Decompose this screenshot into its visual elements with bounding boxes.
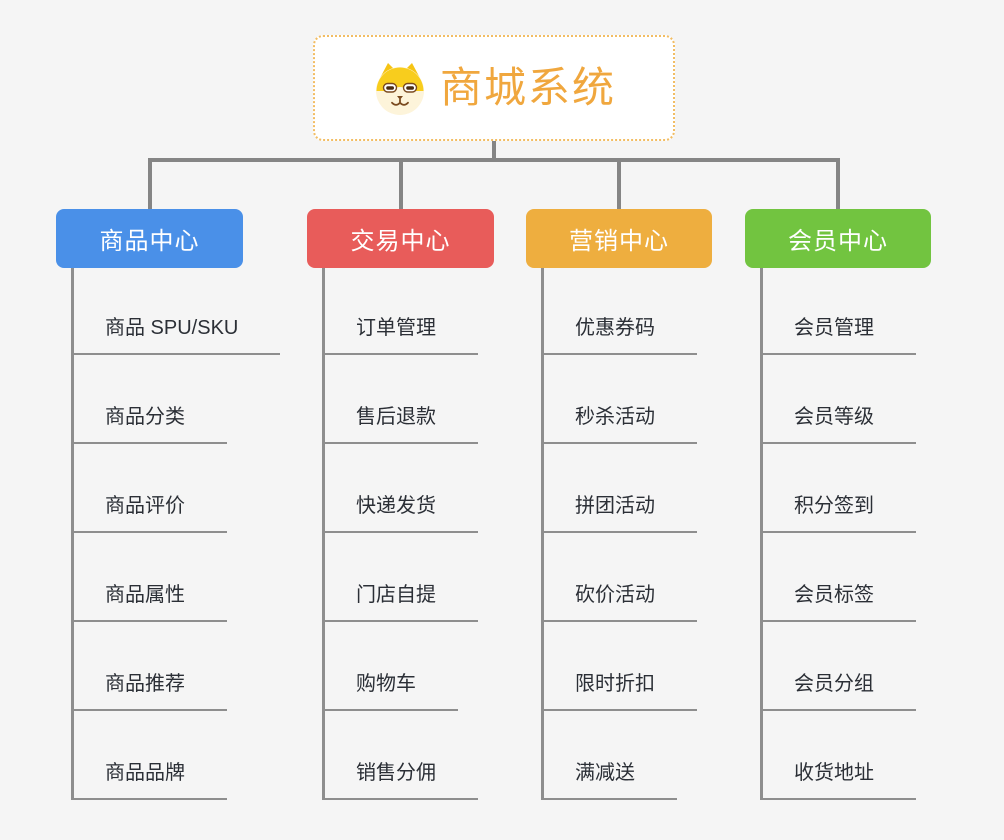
child-item[interactable]: 秒杀活动 [541,404,697,444]
root-node[interactable]: 商城系统 [313,35,675,141]
branch-product-center: 商品中心 商品 SPU/SKU 商品分类 商品评价 商品属性 商品推荐 商品品牌 [56,209,281,834]
branch-node-trade-center[interactable]: 交易中心 [307,209,494,268]
branch-member-center: 会员中心 会员管理 会员等级 积分签到 会员标签 会员分组 收货地址 [745,209,931,834]
child-item[interactable]: 门店自提 [322,582,478,622]
child-item[interactable]: 商品评价 [71,493,227,533]
branch-label: 营销中心 [569,228,669,255]
child-item[interactable]: 满减送 [541,760,677,800]
dog-icon [375,63,424,115]
child-item[interactable]: 快递发货 [322,493,478,533]
child-item[interactable]: 会员等级 [760,404,916,444]
connector-drop-marketing [617,162,621,209]
child-item[interactable]: 售后退款 [322,404,478,444]
branch-label: 交易中心 [350,228,451,255]
child-item[interactable]: 购物车 [322,671,458,711]
branch-label: 会员中心 [788,228,888,255]
child-item[interactable]: 销售分佣 [322,760,478,800]
branch-marketing-center: 营销中心 优惠券码 秒杀活动 拼团活动 砍价活动 限时折扣 满减送 [526,209,712,834]
branch-node-member-center[interactable]: 会员中心 [745,209,931,268]
connector-drop-product [148,162,152,209]
branch-node-product-center[interactable]: 商品中心 [56,209,243,268]
branch-node-marketing-center[interactable]: 营销中心 [526,209,712,268]
child-item[interactable]: 限时折扣 [541,671,697,711]
child-item[interactable]: 订单管理 [322,315,478,355]
branch-spine [541,268,544,800]
connector-bus [148,158,840,162]
child-item[interactable]: 商品品牌 [71,760,227,800]
child-item[interactable]: 商品 SPU/SKU [71,315,281,355]
child-item[interactable]: 会员管理 [760,315,916,355]
branch-spine [71,268,74,800]
child-item[interactable]: 积分签到 [760,493,916,533]
branch-trade-center: 交易中心 订单管理 售后退款 快递发货 门店自提 购物车 销售分佣 [307,209,494,834]
child-item[interactable]: 砍价活动 [541,582,697,622]
child-item[interactable]: 拼团活动 [541,493,697,533]
child-item[interactable]: 会员标签 [760,582,916,622]
branch-spine [322,268,325,800]
connector-root-stub [492,141,496,159]
branch-label: 商品中心 [99,228,200,255]
root-title: 商城系统 [439,64,616,111]
child-item[interactable]: 商品属性 [71,582,227,622]
child-item[interactable]: 商品推荐 [71,671,227,711]
child-item[interactable]: 商品分类 [71,404,227,444]
connector-drop-trade [399,162,403,209]
connector-drop-member [836,162,840,209]
child-item[interactable]: 收货地址 [760,760,916,800]
child-item[interactable]: 优惠券码 [541,315,697,355]
child-item[interactable]: 会员分组 [760,671,916,711]
branch-spine [760,268,763,800]
